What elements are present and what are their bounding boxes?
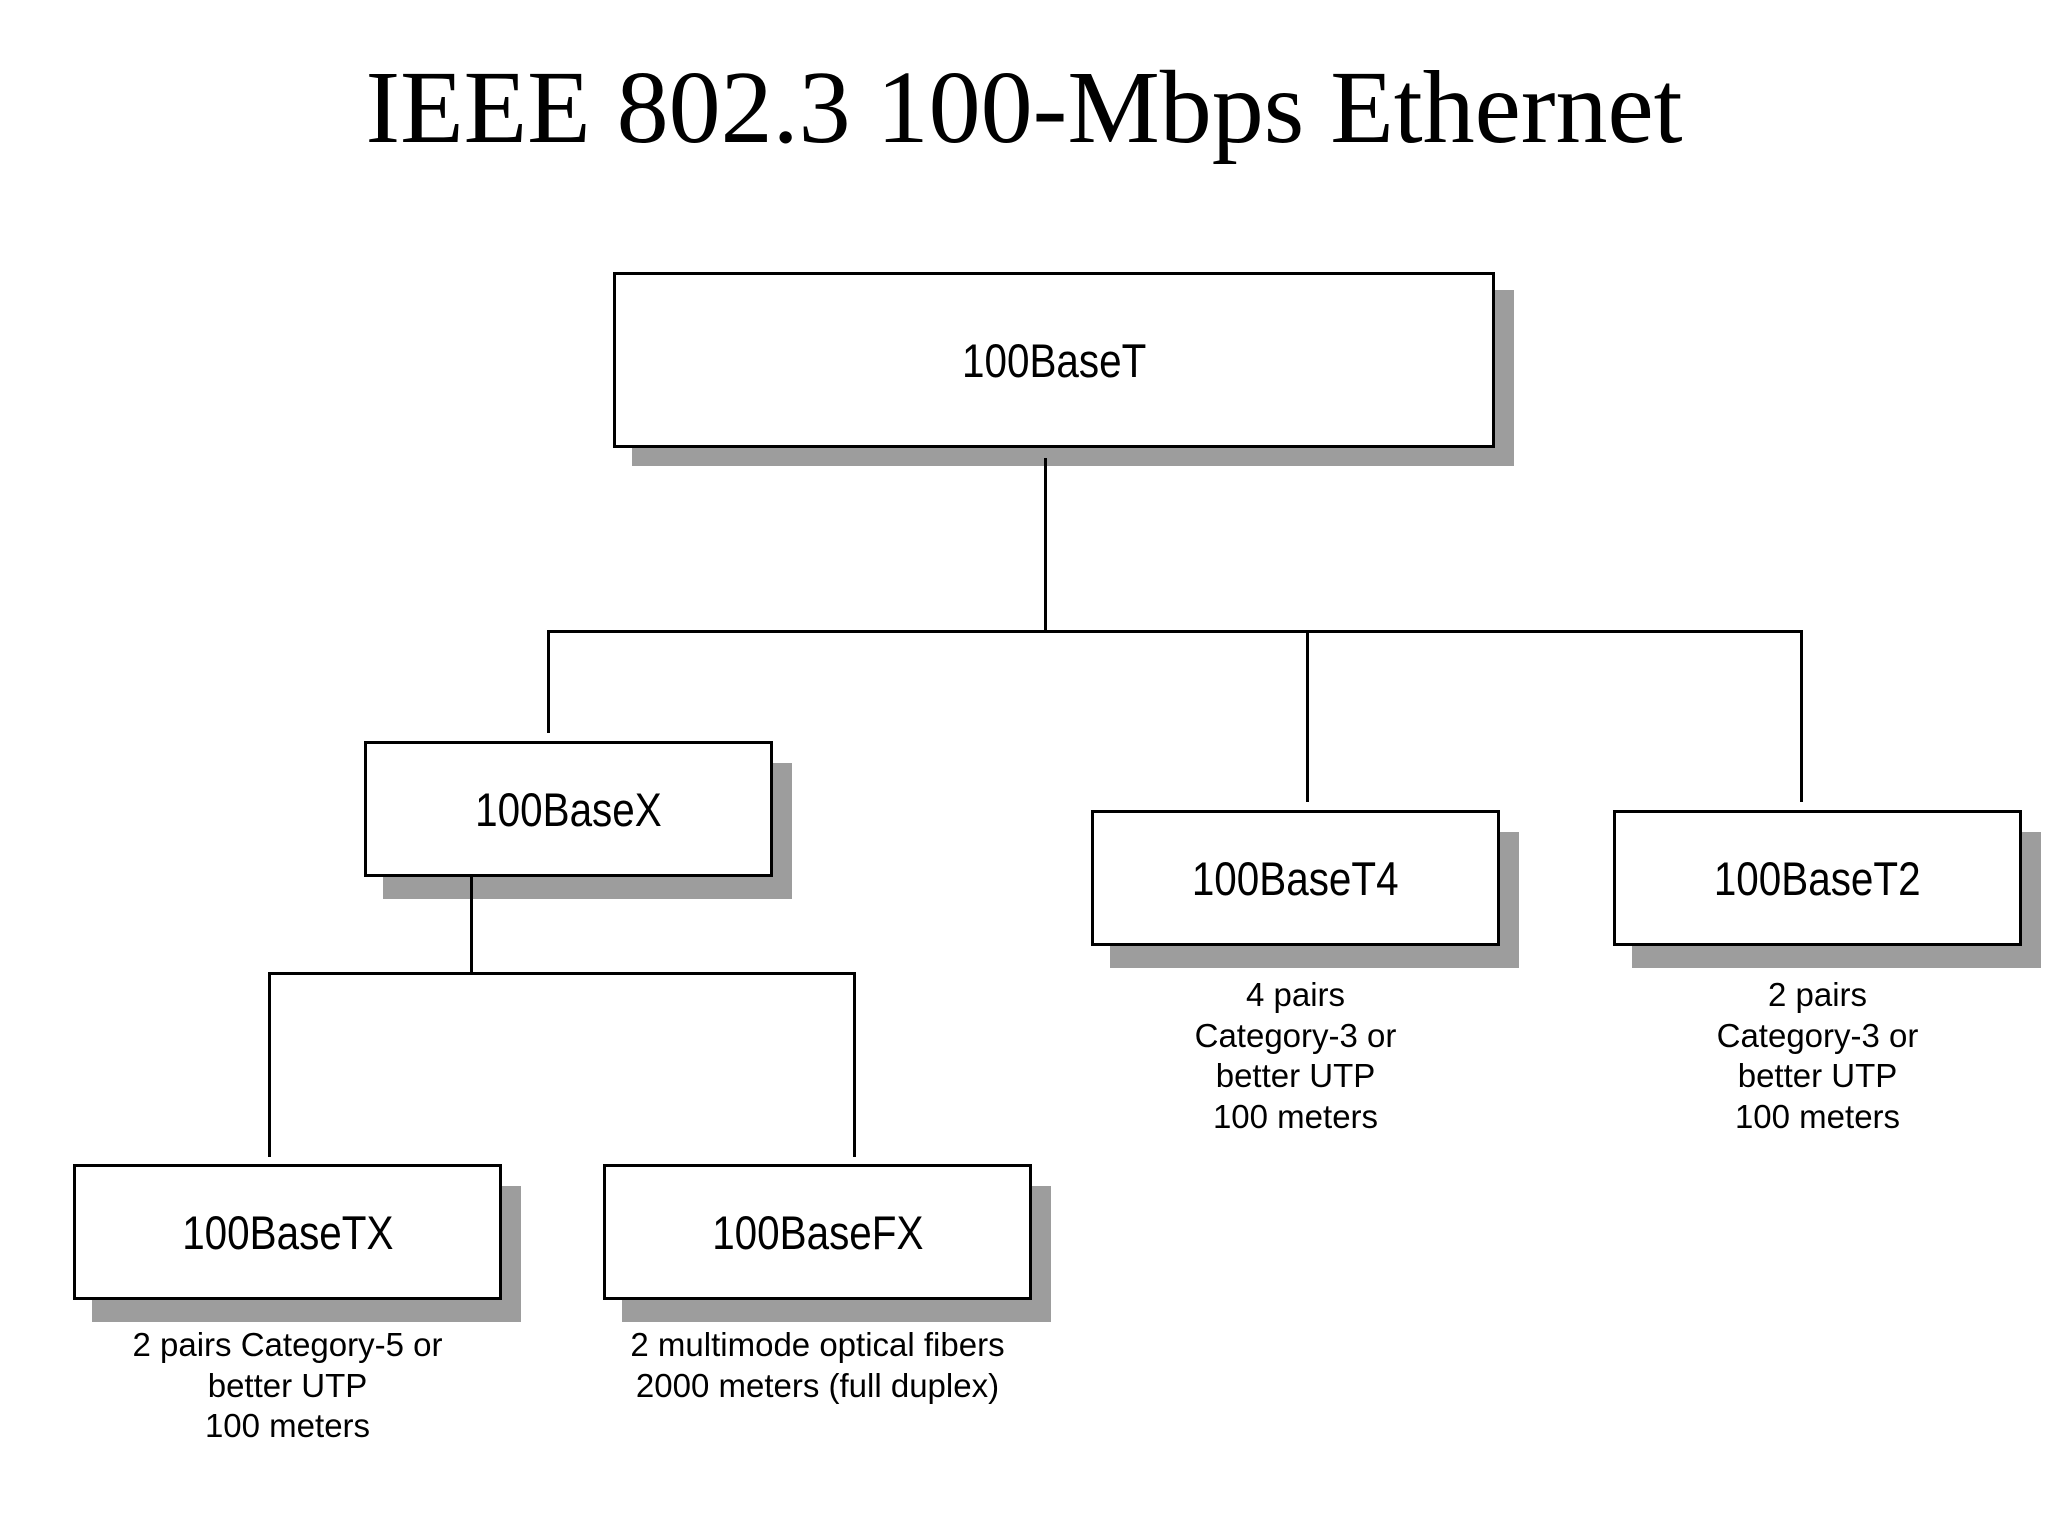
annotation-100basefx: 2 multimode optical fibers 2000 meters (… [630,1326,1005,1404]
node-label-100basetx: 100BaseTX [181,1205,394,1259]
node-label-100baset2: 100BaseT2 [1714,851,1921,905]
node-100baset4[interactable]: 100BaseT4 [1091,810,1500,946]
annotation-100baset2: 2 pairs Category-3 or better UTP 100 met… [1716,976,1919,1135]
page-title: IEEE 802.3 100-Mbps Ethernet [365,50,1683,165]
annotation-100baset4: 4 pairs Category-3 or better UTP 100 met… [1194,976,1397,1135]
connector-100basex-stem [470,874,473,973]
node-100baset2[interactable]: 100BaseT2 [1613,810,2022,946]
node-100basefx[interactable]: 100BaseFX [603,1164,1032,1300]
node-label-100basefx: 100BaseFX [711,1205,924,1259]
node-100baset[interactable]: 100BaseT [613,272,1495,448]
connector-drop-100basetx [268,972,271,1157]
connector-drop-100baset4 [1306,630,1309,802]
connector-root-stem [1044,458,1047,632]
node-label-100baset4: 100BaseT4 [1192,851,1399,905]
annotation-100basetx: 2 pairs Category-5 or better UTP 100 met… [132,1326,443,1445]
node-label-100basex: 100BaseX [475,782,662,836]
connector-drop-100baset2 [1800,630,1803,802]
connector-drop-100basefx [853,972,856,1157]
connector-drop-100basex [547,630,550,733]
connector-100basex-bus [268,972,856,975]
node-label-100baset: 100BaseT [961,333,1147,387]
node-100basex[interactable]: 100BaseX [364,741,773,877]
connector-root-bus [547,630,1803,633]
node-100basetx[interactable]: 100BaseTX [73,1164,502,1300]
